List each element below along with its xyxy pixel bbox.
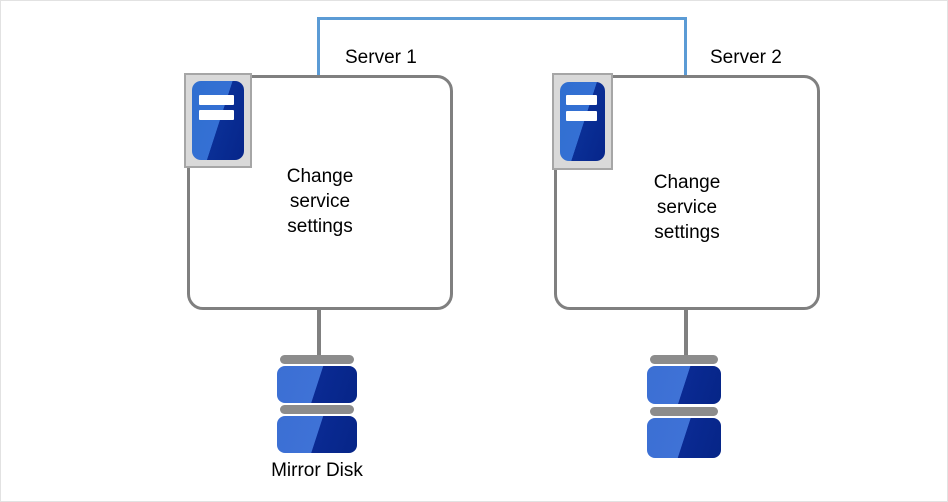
- mirror-disk-1-icon: [277, 355, 357, 458]
- server-1-label: Server 1: [345, 47, 417, 68]
- server-2-body-line-2: service: [656, 197, 718, 218]
- server-2-body-line-3: settings: [654, 222, 720, 243]
- server-icon-slot-bar: [565, 95, 597, 106]
- server-icon-chip: [559, 81, 606, 162]
- disk-separator-middle: [649, 407, 719, 416]
- disk-separator-top: [649, 355, 719, 364]
- disk-platter: [647, 418, 721, 458]
- mirror-disk-1-caption: Mirror Disk: [271, 460, 363, 481]
- server-icon: [184, 73, 252, 168]
- server-icon-slot-bar: [199, 110, 234, 121]
- server-1-disk-connector: [317, 309, 321, 357]
- interconnect-horizontal-segment: [317, 17, 687, 20]
- server-2-disk-connector: [684, 309, 688, 357]
- server-2-body-line-1: Change: [653, 172, 721, 193]
- disk-separator-middle: [280, 405, 354, 414]
- server-1-body-line-1: Change: [286, 166, 354, 187]
- disk-separator-top: [280, 355, 354, 364]
- server-icon-slot-bar: [199, 94, 234, 105]
- server-icon-chip: [192, 81, 244, 160]
- interconnect-left-drop: [317, 17, 320, 76]
- disk-platter: [277, 416, 357, 453]
- interconnect-right-drop: [684, 17, 687, 76]
- disk-platter: [277, 366, 357, 403]
- server-1-body-line-2: service: [289, 191, 351, 212]
- server-2-label: Server 2: [710, 47, 782, 68]
- server-1-body-line-3: settings: [287, 216, 353, 237]
- server-icon-slot-bar: [565, 111, 597, 122]
- server-icon: [552, 73, 613, 170]
- disk-platter: [647, 366, 721, 404]
- mirror-disk-2-icon: [647, 355, 721, 462]
